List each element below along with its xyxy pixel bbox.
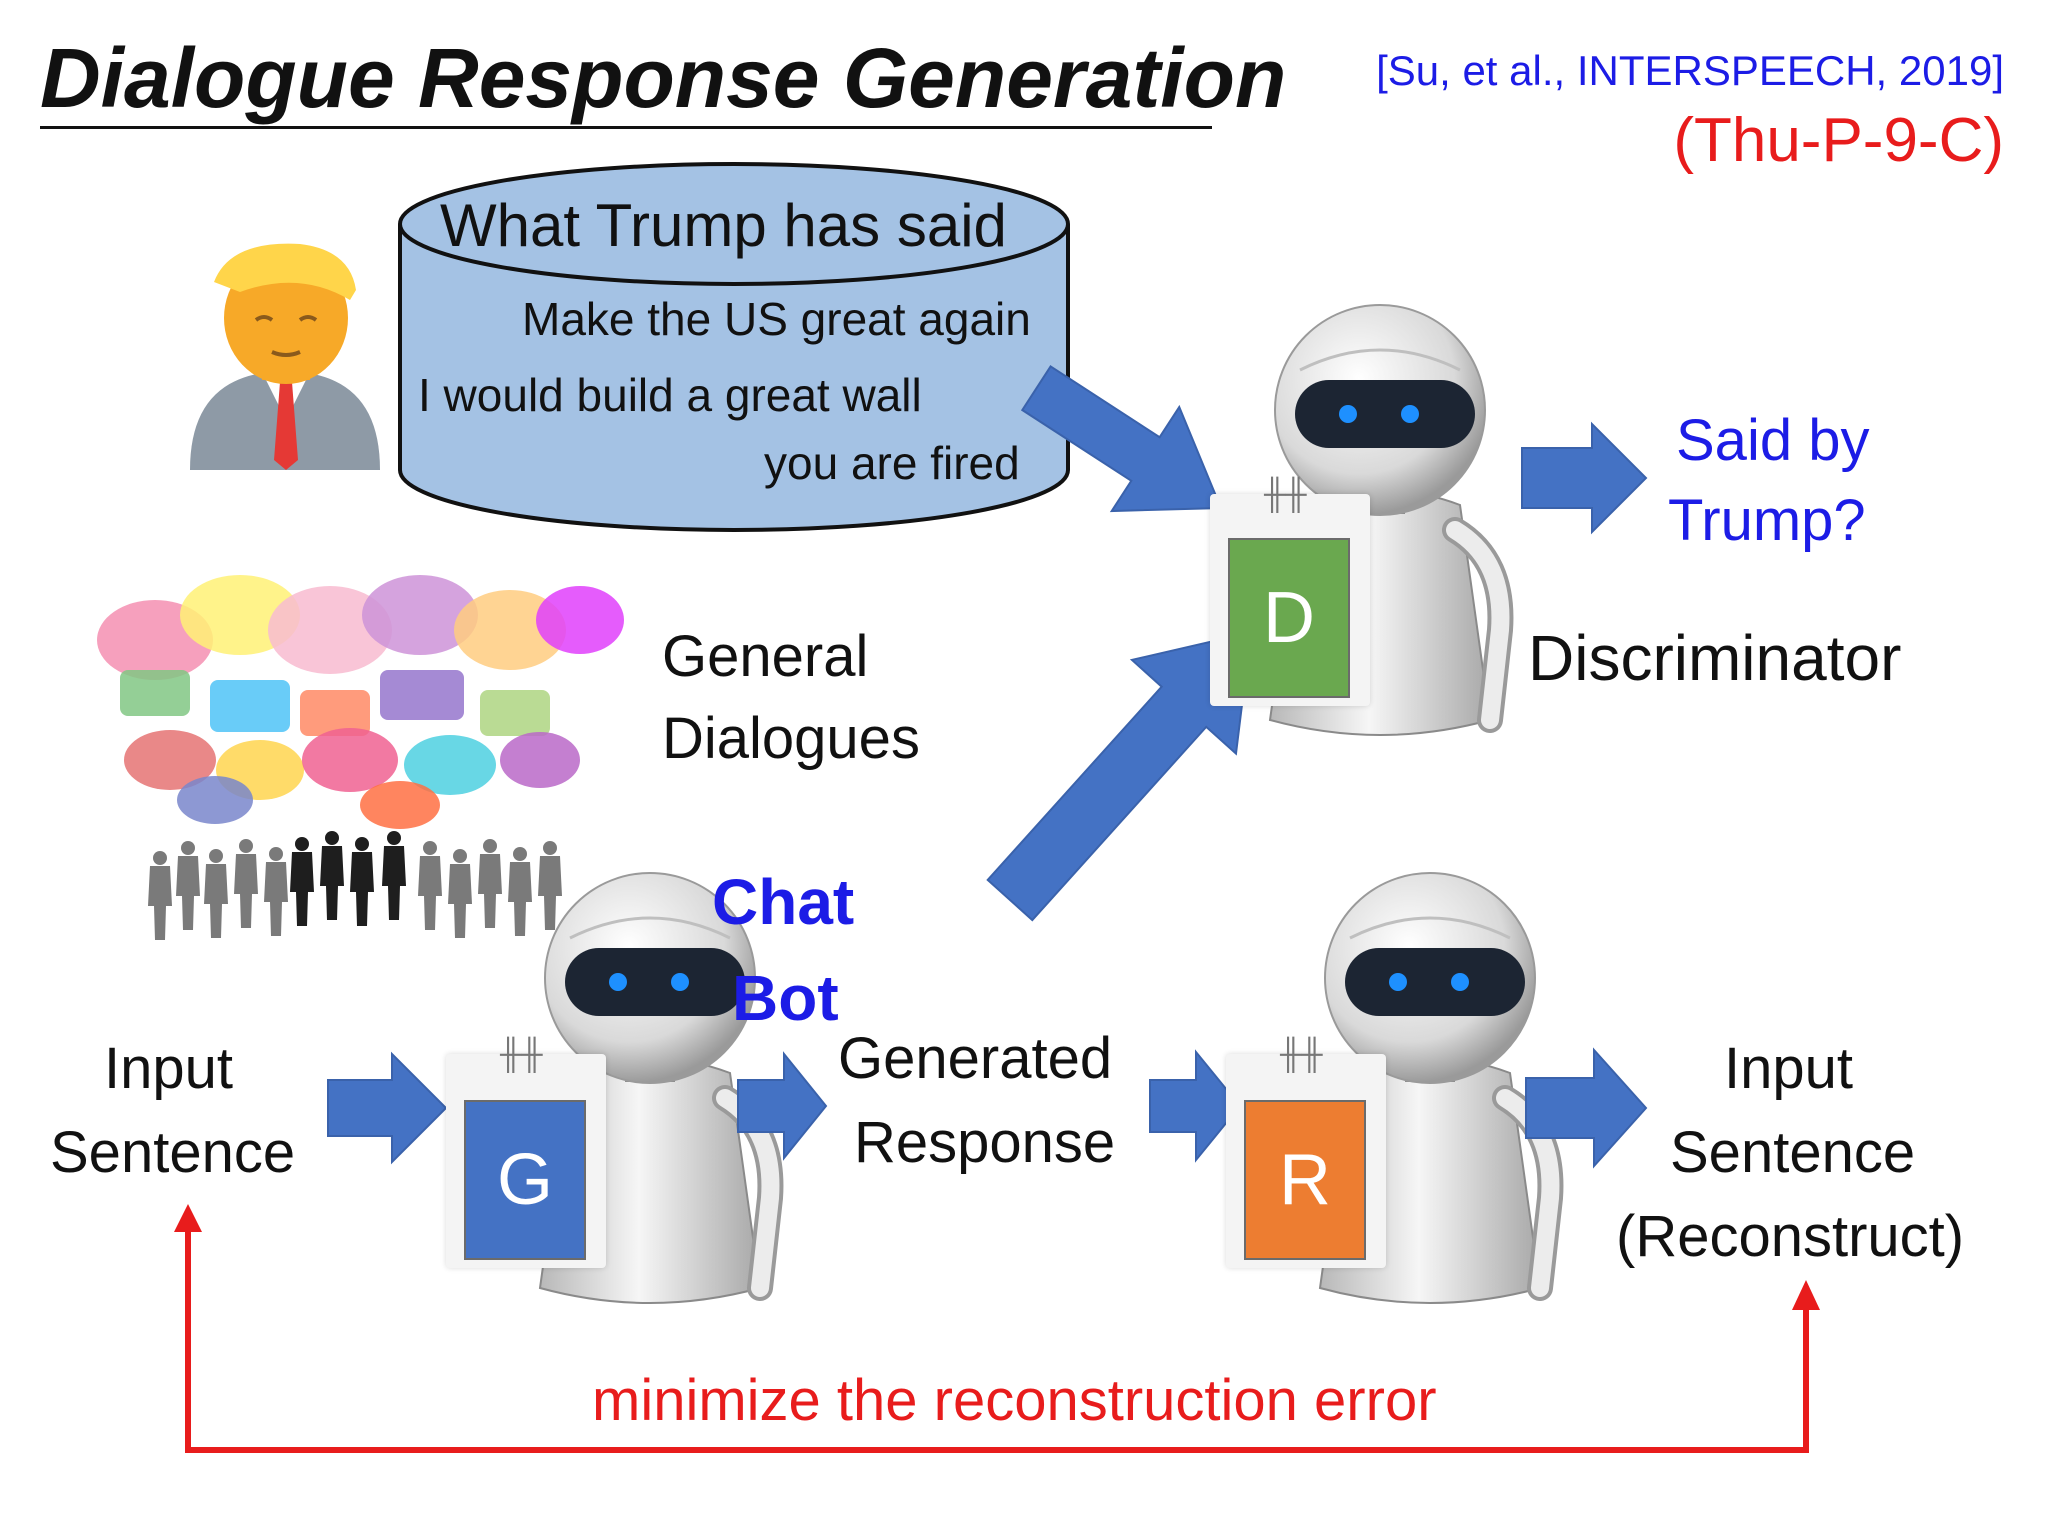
generated-response-label: Generated — [838, 1026, 1113, 1091]
database-title: What Trump has said — [440, 192, 1007, 259]
reconstructed-output-label: Input — [1724, 1036, 1853, 1101]
arrow-generator-to-response — [737, 1051, 828, 1161]
clip-icon: ╫╫ — [500, 1038, 543, 1071]
generator-badge: G — [464, 1100, 586, 1260]
reconstruction-loss-loop — [174, 1204, 1820, 1453]
clip-icon: ╫╫ — [1280, 1038, 1323, 1071]
chat-bot-label: Bot — [732, 962, 839, 1034]
session-code: (Thu-P-9-C) — [1673, 106, 2004, 175]
clip-icon: ╫╫ — [1264, 478, 1307, 511]
input-sentence-label: Input — [104, 1036, 233, 1101]
trump-avatar-icon — [190, 243, 380, 470]
general-dialogues-label: Dialogues — [662, 706, 920, 771]
reconstructed-output-label: (Reconstruct) — [1616, 1204, 1965, 1269]
arrow-response-to-reconstructor — [1149, 1049, 1242, 1163]
arrow-database-to-discriminator — [1020, 365, 1223, 513]
reconstructor-badge: R — [1244, 1100, 1366, 1260]
discriminator-label: Discriminator — [1528, 622, 1902, 694]
discriminator-output-line: Said by — [1676, 408, 1870, 473]
arrow-reconstructor-to-output — [1525, 1047, 1648, 1169]
reconstructed-output-label: Sentence — [1670, 1120, 1916, 1185]
database-quote: Make the US great again — [522, 293, 1031, 345]
crowd-speech-bubbles-icon — [97, 575, 624, 940]
database-quote: I would build a great wall — [418, 369, 922, 421]
chat-bot-label: Chat — [712, 866, 855, 938]
slide-title: Dialogue Response Generation — [40, 31, 1287, 125]
trump-quotes-database — [398, 162, 1070, 532]
input-sentence-label: Sentence — [50, 1120, 296, 1185]
database-quote: you are fired — [764, 437, 1020, 489]
discriminator-output-line: Trump? — [1668, 488, 1866, 553]
discriminator-badge: D — [1228, 538, 1350, 698]
arrow-input-to-generator — [327, 1051, 448, 1165]
reconstruction-loss-label: minimize the reconstruction error — [592, 1368, 1437, 1433]
arrow-discriminator-to-output — [1521, 421, 1648, 535]
citation: [Su, et al., INTERSPEECH, 2019] — [1376, 47, 2004, 94]
title-underline — [40, 126, 1212, 129]
generated-response-label: Response — [854, 1110, 1116, 1175]
general-dialogues-label: General — [662, 624, 869, 689]
